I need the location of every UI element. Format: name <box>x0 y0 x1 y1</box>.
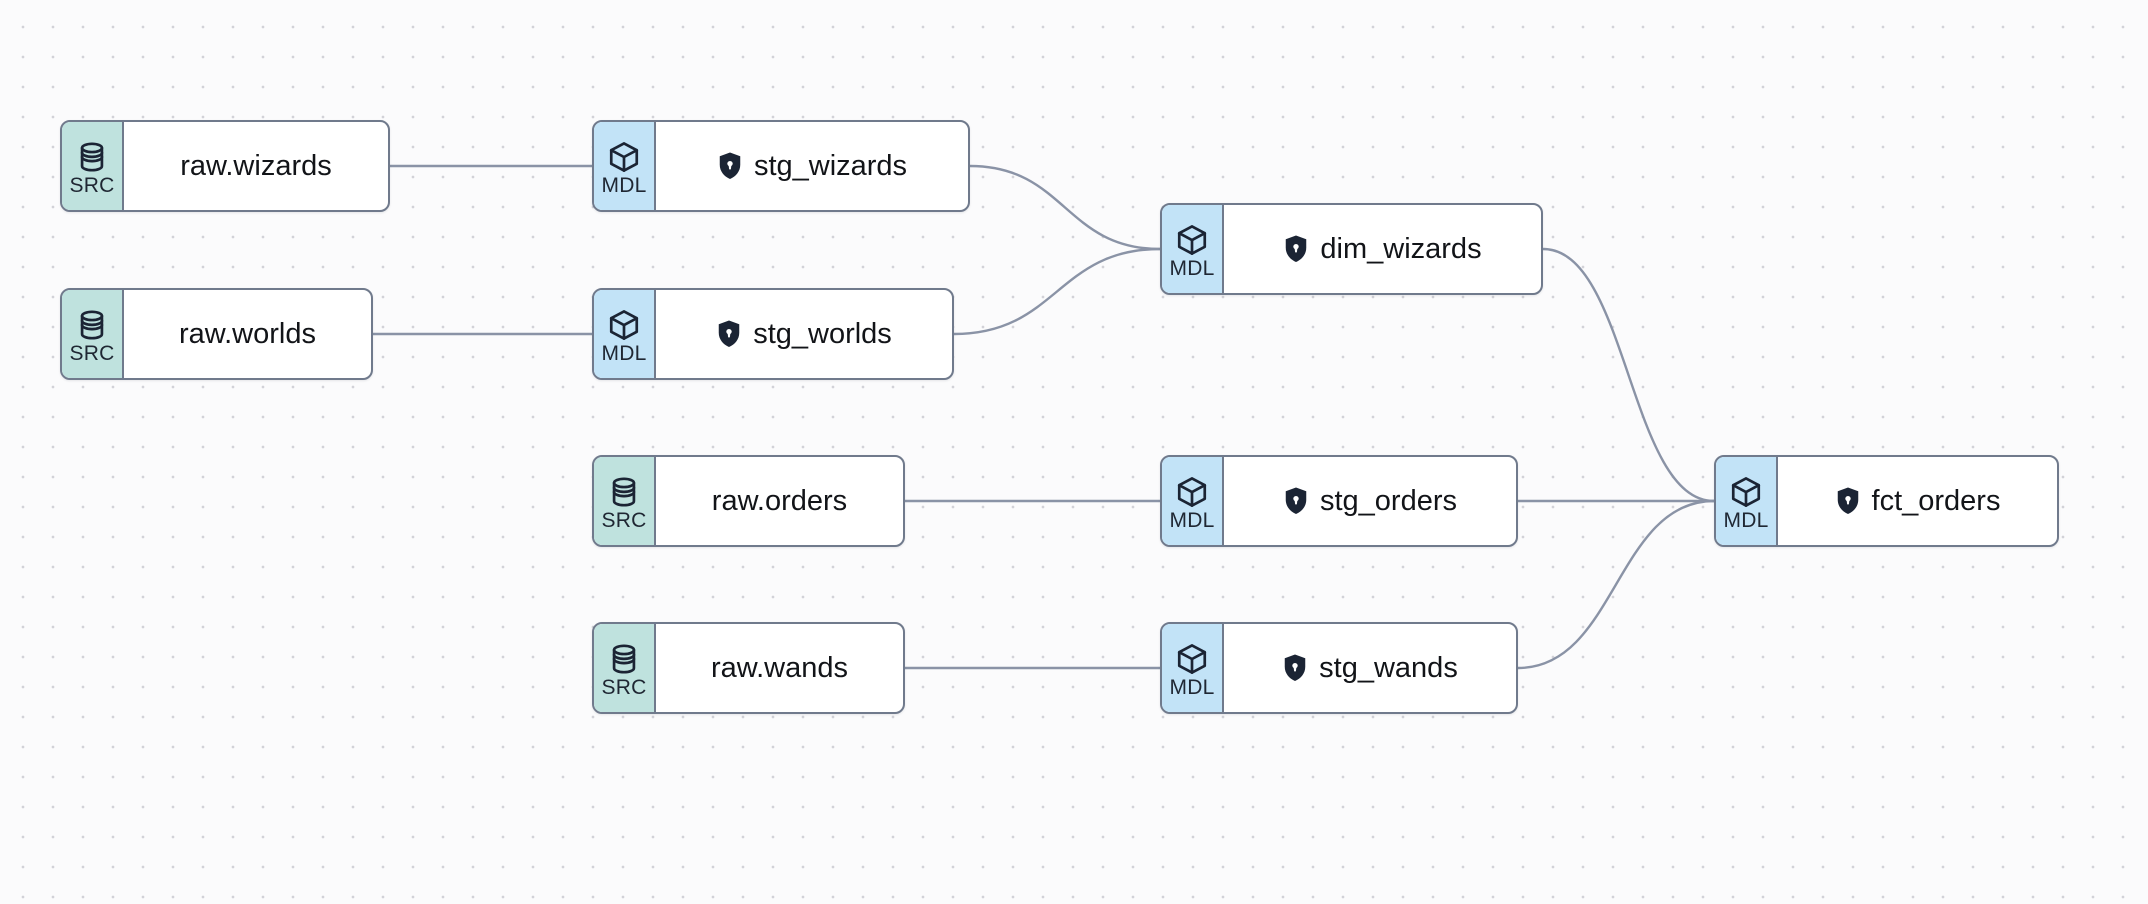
node-body: stg_wizards <box>656 122 968 210</box>
node-label: raw.wizards <box>180 149 332 182</box>
node-stg_wizards[interactable]: MDL stg_wizards <box>592 120 970 212</box>
cube-icon <box>1175 223 1209 257</box>
cube-icon <box>607 140 641 174</box>
cube-icon <box>1175 475 1209 509</box>
node-body: stg_wands <box>1224 624 1516 712</box>
edge-stg_worlds-to-dim_wizards <box>952 247 1162 336</box>
node-type-label: MDL <box>1169 257 1215 280</box>
edge-dim_wizards-to-fct_orders <box>1541 247 1716 503</box>
node-body: stg_orders <box>1224 457 1516 545</box>
node-label: fct_orders <box>1871 484 2001 517</box>
node-body: raw.wizards <box>124 122 388 210</box>
shield-lock-icon <box>717 151 743 181</box>
node-type-label: MDL <box>1169 676 1215 699</box>
cube-icon <box>1729 475 1763 509</box>
node-stg_orders[interactable]: MDL stg_orders <box>1160 455 1518 547</box>
node-label: stg_orders <box>1319 484 1457 517</box>
node-raw_wizards[interactable]: SRC raw.wizards <box>60 120 390 212</box>
node-label: stg_wands <box>1319 651 1458 684</box>
node-label: dim_wizards <box>1320 232 1482 265</box>
node-body: dim_wizards <box>1224 205 1541 293</box>
node-label: raw.worlds <box>179 317 316 350</box>
node-label: stg_wizards <box>753 149 908 182</box>
node-raw_wands[interactable]: SRC raw.wands <box>592 622 905 714</box>
shield-lock-icon <box>1835 486 1861 516</box>
node-type-label: MDL <box>1723 509 1769 532</box>
node-type-badge-src: SRC <box>594 457 656 545</box>
node-raw_orders[interactable]: SRC raw.orders <box>592 455 905 547</box>
database-icon <box>75 308 109 342</box>
cube-icon <box>607 308 641 342</box>
node-type-badge-mdl: MDL <box>1162 624 1224 712</box>
node-body: raw.worlds <box>124 290 371 378</box>
database-icon <box>607 642 641 676</box>
node-type-badge-mdl: MDL <box>1716 457 1778 545</box>
node-body: fct_orders <box>1778 457 2057 545</box>
edge-stg_wizards-to-dim_wizards <box>968 164 1162 251</box>
shield-lock-icon <box>1283 486 1309 516</box>
node-type-label: MDL <box>1169 509 1215 532</box>
node-type-label: MDL <box>601 174 647 197</box>
node-type-badge-src: SRC <box>594 624 656 712</box>
node-type-label: SRC <box>601 509 647 532</box>
node-type-badge-mdl: MDL <box>594 122 656 210</box>
node-dim_wizards[interactable]: MDL dim_wizards <box>1160 203 1543 295</box>
database-icon <box>607 475 641 509</box>
node-body: raw.orders <box>656 457 903 545</box>
node-raw_worlds[interactable]: SRC raw.worlds <box>60 288 373 380</box>
database-icon <box>75 140 109 174</box>
node-body: raw.wands <box>656 624 903 712</box>
node-type-badge-mdl: MDL <box>594 290 656 378</box>
node-label: raw.orders <box>711 484 848 517</box>
node-type-badge-src: SRC <box>62 290 124 378</box>
node-type-label: SRC <box>69 342 115 365</box>
edge-stg_wands-to-fct_orders <box>1516 499 1716 670</box>
node-type-badge-mdl: MDL <box>1162 457 1224 545</box>
node-stg_wands[interactable]: MDL stg_wands <box>1160 622 1518 714</box>
node-type-label: SRC <box>601 676 647 699</box>
shield-lock-icon <box>1282 653 1308 683</box>
shield-lock-icon <box>716 319 742 349</box>
node-fct_orders[interactable]: MDL fct_orders <box>1714 455 2059 547</box>
node-type-label: SRC <box>69 174 115 197</box>
node-label: raw.wands <box>710 651 848 684</box>
node-stg_worlds[interactable]: MDL stg_worlds <box>592 288 954 380</box>
node-type-badge-src: SRC <box>62 122 124 210</box>
node-type-label: MDL <box>601 342 647 365</box>
cube-icon <box>1175 642 1209 676</box>
node-body: stg_worlds <box>656 290 952 378</box>
shield-lock-icon <box>1283 234 1309 264</box>
node-type-badge-mdl: MDL <box>1162 205 1224 293</box>
node-label: stg_worlds <box>753 317 892 350</box>
